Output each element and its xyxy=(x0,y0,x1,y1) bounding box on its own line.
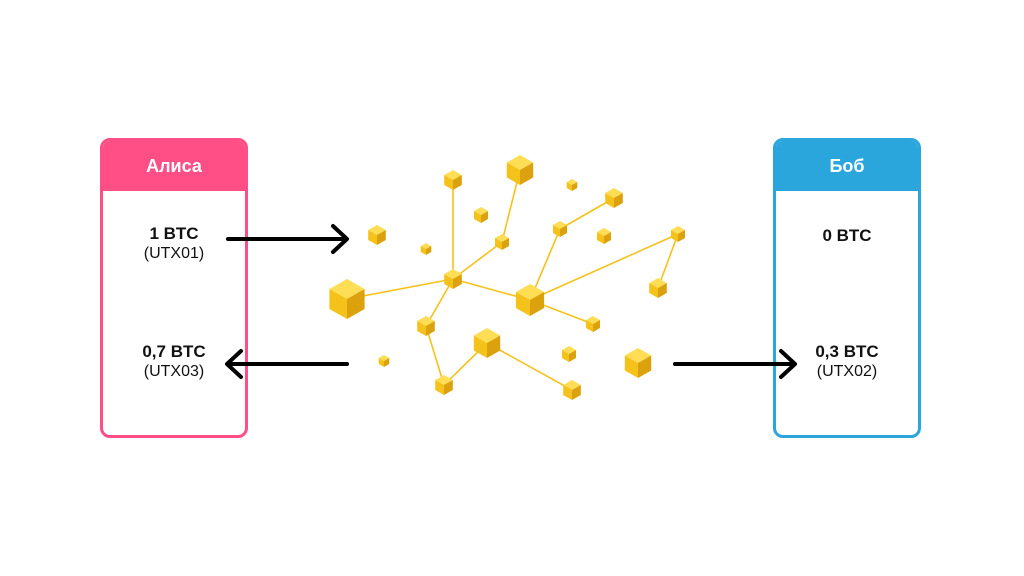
alice-card: Алиса 1 BTC (UTX01) 0,7 BTC (UTX03) xyxy=(100,138,248,438)
alice-amount-1: 1 BTC xyxy=(149,224,199,243)
arrow-icon xyxy=(225,349,349,379)
bob-utxo-2: (UTX02) xyxy=(816,363,878,380)
cube-icon xyxy=(561,346,577,362)
cube-icon xyxy=(624,348,652,378)
cube-icon xyxy=(552,221,568,237)
network-edge xyxy=(452,241,503,280)
transfer-arrows xyxy=(225,224,797,379)
bob-amount-2: 0,3 BTC xyxy=(815,342,879,361)
cube-icon xyxy=(417,316,435,336)
alice-name: Алиса xyxy=(146,155,202,176)
bob-entry-2: 0,3 BTC (UTX02) xyxy=(776,342,918,382)
alice-utxo-1: (UTX01) xyxy=(143,245,205,262)
alice-entry-2: 0,7 BTC (UTX03) xyxy=(103,342,245,382)
alice-amount-2: 0,7 BTC xyxy=(142,342,206,361)
bob-header: Боб xyxy=(776,141,918,191)
cube-icon xyxy=(566,179,578,191)
cube-icon xyxy=(378,355,390,367)
alice-utxo-2: (UTX03) xyxy=(143,363,205,380)
bob-name: Боб xyxy=(829,155,865,176)
cube-icon xyxy=(670,226,686,242)
cube-icon xyxy=(649,278,667,298)
arrow-icon xyxy=(226,224,349,254)
cube-icon xyxy=(563,380,581,400)
alice-entry-1: 1 BTC (UTX01) xyxy=(103,224,245,264)
network-edge xyxy=(486,342,573,391)
cube-icon xyxy=(605,188,623,208)
cube-icon xyxy=(444,269,462,289)
network-nodes xyxy=(329,155,686,400)
network-edge xyxy=(559,197,615,230)
cube-icon xyxy=(368,225,386,245)
network-edge xyxy=(657,233,679,289)
cube-icon xyxy=(473,328,501,358)
alice-header: Алиса xyxy=(103,141,245,191)
network-edge xyxy=(425,325,445,386)
bob-card: Боб 0 BTC 0,3 BTC (UTX02) xyxy=(773,138,921,438)
cube-icon xyxy=(473,207,489,223)
cube-icon xyxy=(515,284,545,316)
network-edge xyxy=(425,278,454,327)
cube-icon xyxy=(329,279,365,319)
bob-entry-1: 0 BTC xyxy=(776,226,918,246)
bob-amount-1: 0 BTC xyxy=(822,226,872,245)
cube-icon xyxy=(444,170,462,190)
cube-icon xyxy=(506,155,534,185)
cube-icon xyxy=(494,234,510,250)
cube-icon xyxy=(596,228,612,244)
arrow-icon xyxy=(673,349,797,379)
cube-icon xyxy=(420,243,432,255)
network-edge xyxy=(346,278,454,300)
cube-icon xyxy=(585,316,601,332)
network-edge xyxy=(529,233,679,301)
